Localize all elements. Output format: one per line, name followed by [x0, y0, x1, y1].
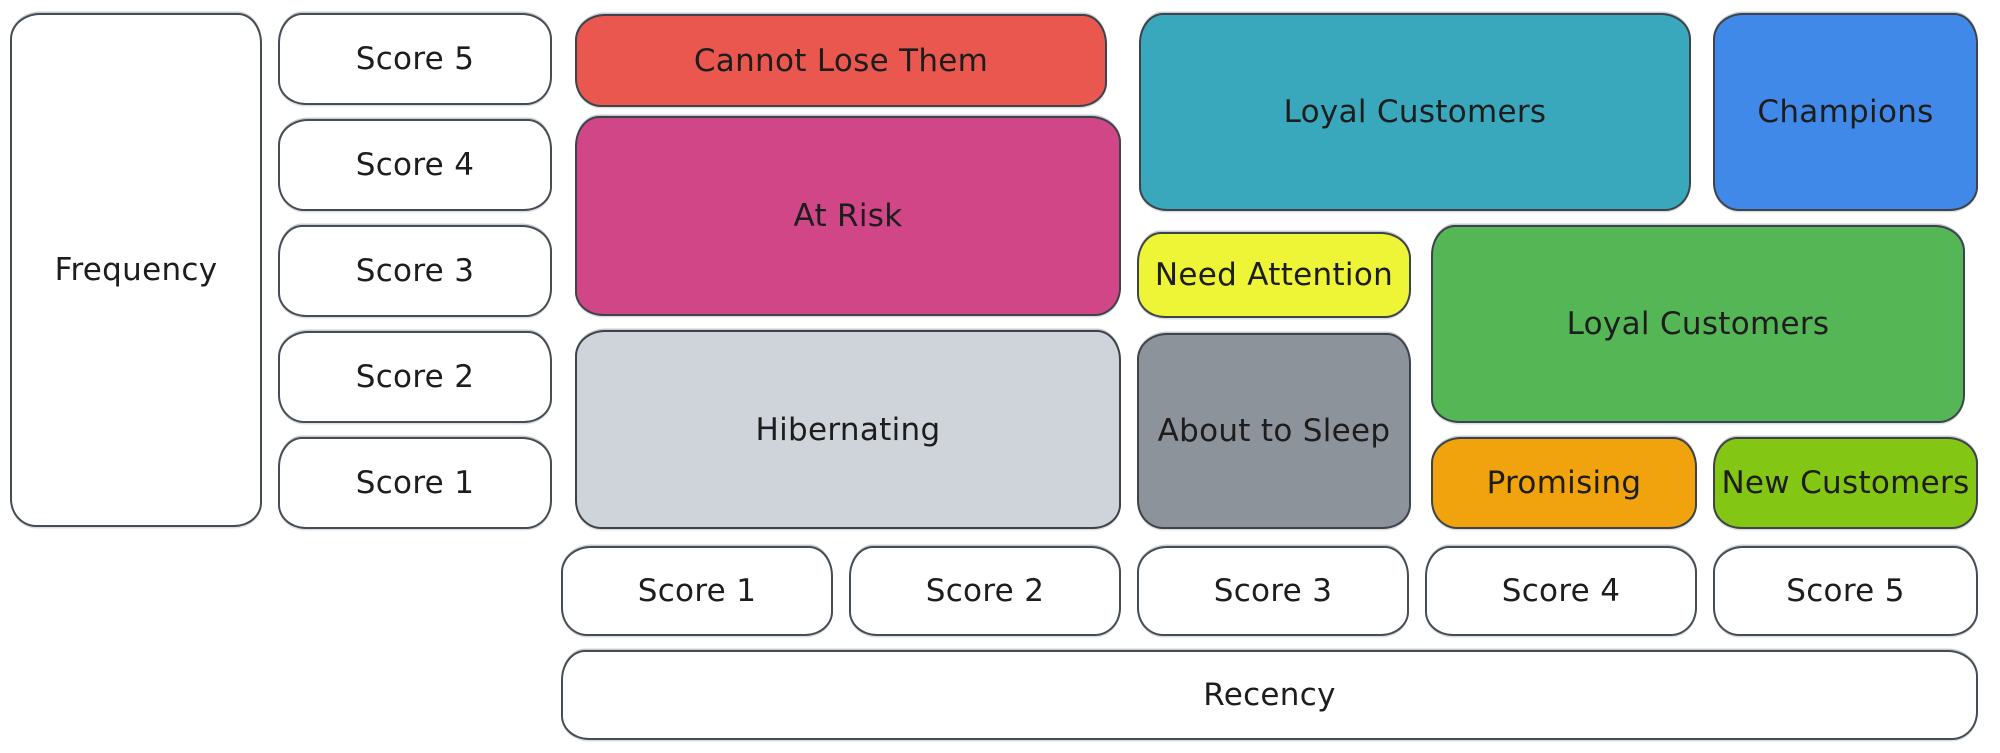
- recency-axis-label: Recency: [1203, 677, 1336, 713]
- frequency-score-2-label: Score 2: [355, 359, 475, 395]
- segment-cannot-lose-them: Cannot Lose Them: [575, 14, 1107, 107]
- segment-new-customers: New Customers: [1713, 437, 1978, 529]
- segment-loyal-customers-upper: Loyal Customers: [1139, 13, 1691, 211]
- frequency-score-1-label: Score 1: [355, 465, 475, 501]
- recency-score-4-label: Score 4: [1501, 573, 1621, 609]
- frequency-score-5-label: Score 5: [355, 41, 475, 77]
- segment-promising: Promising: [1431, 437, 1697, 529]
- segment-hibernating: Hibernating: [575, 330, 1121, 529]
- frequency-axis-label: Frequency: [54, 252, 218, 288]
- segment-at-risk-label: At Risk: [793, 198, 903, 234]
- segment-need-attention-label: Need Attention: [1154, 257, 1394, 293]
- frequency-axis-label-box: Frequency: [10, 13, 262, 527]
- frequency-score-3-box: Score 3: [278, 225, 552, 317]
- segment-champions: Champions: [1713, 13, 1978, 211]
- recency-score-1-box: Score 1: [561, 546, 833, 636]
- recency-score-2-box: Score 2: [849, 546, 1121, 636]
- recency-score-3-box: Score 3: [1137, 546, 1409, 636]
- recency-score-5-label: Score 5: [1786, 573, 1905, 609]
- segment-loyal-customers-lower: Loyal Customers: [1431, 225, 1965, 423]
- recency-score-5-box: Score 5: [1713, 546, 1978, 636]
- segment-promising-label: Promising: [1486, 465, 1642, 501]
- frequency-score-5-box: Score 5: [278, 13, 552, 105]
- segment-new-customers-label: New Customers: [1721, 465, 1970, 501]
- segment-at-risk: At Risk: [575, 116, 1121, 316]
- recency-axis-label-box: Recency: [561, 650, 1978, 740]
- recency-score-1-label: Score 1: [637, 573, 757, 609]
- frequency-score-1-box: Score 1: [278, 437, 552, 529]
- segment-loyal-customers-lower-label: Loyal Customers: [1566, 306, 1830, 342]
- recency-score-2-label: Score 2: [925, 573, 1045, 609]
- segment-about-to-sleep: About to Sleep: [1137, 333, 1411, 529]
- frequency-score-4-label: Score 4: [355, 147, 475, 183]
- segment-cannot-lose-them-label: Cannot Lose Them: [693, 42, 989, 79]
- recency-score-3-label: Score 3: [1213, 573, 1333, 609]
- recency-score-4-box: Score 4: [1425, 546, 1697, 636]
- segment-hibernating-label: Hibernating: [755, 411, 941, 448]
- frequency-score-2-box: Score 2: [278, 331, 552, 423]
- segment-about-to-sleep-label: About to Sleep: [1157, 413, 1391, 449]
- segment-loyal-customers-upper-label: Loyal Customers: [1283, 94, 1547, 130]
- segment-need-attention: Need Attention: [1137, 232, 1411, 318]
- frequency-score-3-label: Score 3: [355, 253, 475, 289]
- frequency-score-4-box: Score 4: [278, 119, 552, 211]
- segment-champions-label: Champions: [1757, 94, 1934, 130]
